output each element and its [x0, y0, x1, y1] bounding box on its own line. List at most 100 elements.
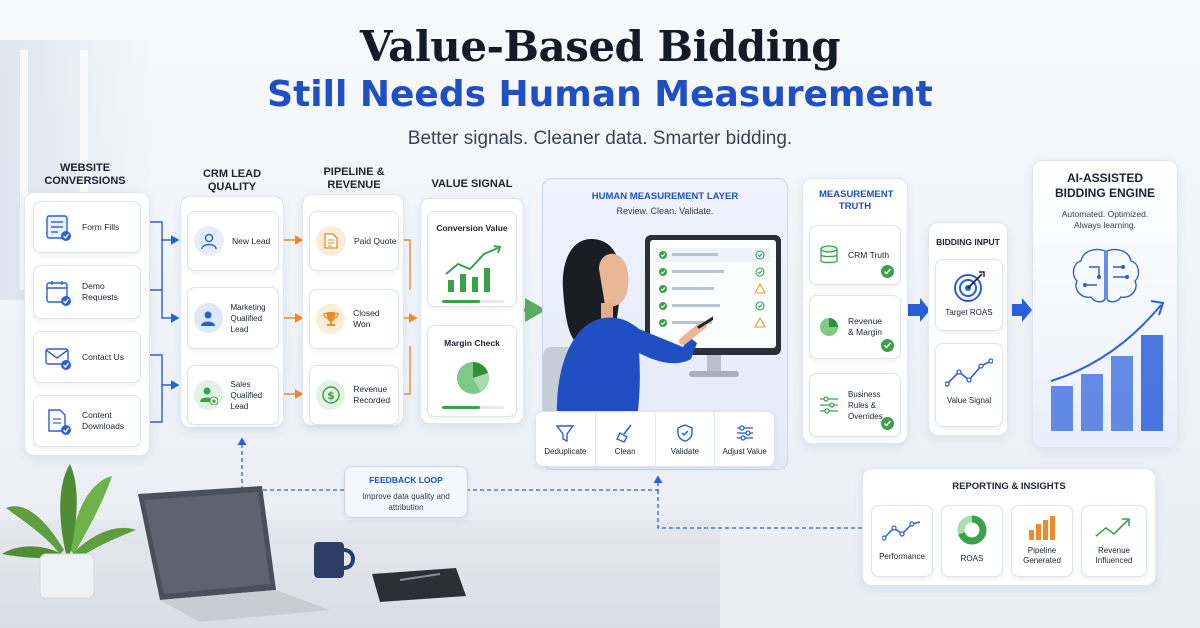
- feedback-loop-title: FEEDBACK LOOP: [369, 475, 443, 485]
- value-signal-label: Margin Check: [444, 338, 500, 348]
- review-checklist-icon: [656, 248, 770, 328]
- action-adjust-value[interactable]: Adjust Value: [715, 412, 774, 466]
- website-column-title: WEBSITE CONVERSIONS: [44, 162, 126, 187]
- report-item-label: Revenue Influenced: [1095, 546, 1133, 565]
- engine-subtitle: Automated. Optimized. Always learning.: [1061, 209, 1149, 230]
- database-icon: [818, 244, 840, 266]
- donut-chart-icon: [957, 515, 987, 545]
- measurement-truth-title: MEASUREMENT TRUTH: [819, 189, 894, 212]
- svg-text:$: $: [327, 389, 335, 402]
- website-item-demo-requests[interactable]: Demo Requests: [33, 265, 141, 319]
- progress-track: [442, 406, 504, 409]
- background-desk: [0, 520, 720, 628]
- crm-item-label: Sales Qualified Lead: [230, 379, 263, 411]
- sliders-icon: [736, 424, 753, 441]
- pipeline-item-paid-quote[interactable]: Paid Quote: [309, 211, 399, 271]
- report-item-label: ROAS: [960, 554, 984, 563]
- calendar-icon: [44, 278, 72, 306]
- crm-item-label: New Lead: [232, 235, 271, 246]
- value-signal-column-title: VALUE SIGNAL: [431, 178, 513, 190]
- reporting-title: REPORTING & INSIGHTS: [952, 481, 1066, 492]
- bidding-input-target-roas[interactable]: Target ROAS: [935, 259, 1003, 331]
- action-validate[interactable]: Validate: [656, 412, 716, 466]
- upward-trend-icon: [1095, 518, 1130, 537]
- progress-track: [442, 300, 504, 303]
- human-layer-actions: Deduplicate Clean Validate Adjust Value: [535, 411, 775, 467]
- engine-bar: [1141, 335, 1163, 431]
- engine-bar: [1111, 356, 1133, 431]
- report-item-label: Performance: [879, 552, 925, 561]
- website-item-label: Contact Us: [82, 351, 125, 362]
- report-item-pipeline-generated[interactable]: Pipeline Generated: [1011, 505, 1073, 577]
- shield-check-icon: [677, 423, 693, 442]
- bidding-input-value-signal[interactable]: Value Signal: [935, 343, 1003, 427]
- person-star-icon: [194, 380, 223, 410]
- pie-chart-icon: [457, 362, 489, 394]
- pipeline-item-revenue-recorded[interactable]: $ Revenue Recorded: [309, 365, 399, 425]
- pie-chart-icon: [818, 316, 840, 338]
- action-label: Clean: [614, 446, 636, 456]
- crm-column-title: CRM LEAD QUALITY: [202, 168, 262, 193]
- check-icon: [881, 265, 894, 278]
- truth-item-label: Business Rules & Overrides: [848, 389, 883, 421]
- website-item-form-fills[interactable]: Form Fills: [33, 201, 141, 253]
- check-icon: [881, 339, 894, 352]
- person-filled-icon: [194, 303, 223, 333]
- engine-title: AI-ASSISTED BIDDING ENGINE: [1054, 171, 1155, 200]
- truth-item-revenue-margin[interactable]: Revenue & Margin: [809, 295, 901, 359]
- value-signal-conversion-value-card[interactable]: Conversion Value: [427, 211, 517, 307]
- report-item-performance[interactable]: Performance: [871, 505, 933, 577]
- website-panel: Form Fills Demo Requests Contact Us Cont…: [24, 192, 150, 456]
- pipeline-item-closed-won[interactable]: Closed Won: [309, 289, 399, 349]
- action-clean[interactable]: Clean: [596, 412, 656, 466]
- human-layer-subtitle: Review. Clean. Validate.: [616, 206, 714, 216]
- line-chart-icon: [882, 521, 921, 541]
- bar-chart-icon: [1029, 516, 1055, 540]
- monitor-base: [689, 371, 739, 377]
- engine-panel: AI-ASSISTED BIDDING ENGINE Automated. Op…: [1032, 160, 1178, 448]
- brain-circuit-icon: [1072, 248, 1140, 303]
- pipeline-column-title: PIPELINE & REVENUE: [323, 166, 385, 191]
- action-deduplicate[interactable]: Deduplicate: [536, 412, 596, 466]
- measurement-truth-panel: MEASUREMENT TRUTH CRM Truth Revenue & Ma…: [802, 178, 908, 444]
- person-icon: [194, 226, 224, 256]
- human-layer-panel: HUMAN MEASUREMENT LAYER Review. Clean. V…: [535, 178, 788, 470]
- analyst-illustration: [543, 239, 713, 419]
- website-item-content-downloads[interactable]: Content Downloads: [33, 395, 141, 447]
- pipeline-panel: Paid Quote Closed Won $ Revenue Recorded: [302, 194, 404, 426]
- pipeline-item-label: Revenue Recorded: [353, 384, 391, 405]
- truth-item-crm-truth[interactable]: CRM Truth: [809, 225, 901, 285]
- website-item-label: Demo Requests: [82, 281, 118, 302]
- engine-bar: [1051, 386, 1073, 431]
- dollar-icon: $: [316, 380, 346, 410]
- crm-item-mql[interactable]: Marketing Qualified Lead: [187, 287, 279, 349]
- feedback-loop-text: Improve data quality and attribution: [362, 492, 450, 512]
- monitor-stand: [707, 355, 721, 373]
- bidding-input-title: BIDDING INPUT: [936, 237, 1000, 247]
- target-icon: [954, 271, 985, 302]
- truth-item-business-rules[interactable]: Business Rules & Overrides: [809, 373, 901, 437]
- crm-item-sql[interactable]: Sales Qualified Lead: [187, 365, 279, 425]
- funnel-icon: [555, 424, 575, 442]
- reporting-panel: REPORTING & INSIGHTS Performance ROAS Pi…: [862, 468, 1156, 586]
- form-icon: [44, 213, 72, 241]
- monitor-screen: [650, 240, 776, 348]
- human-layer-title: HUMAN MEASUREMENT LAYER: [591, 191, 739, 202]
- report-item-revenue-influenced[interactable]: Revenue Influenced: [1081, 505, 1147, 577]
- pipeline-item-label: Closed Won: [353, 308, 380, 329]
- truth-item-label: Revenue & Margin: [848, 316, 883, 337]
- engine-bar: [1081, 374, 1103, 431]
- bidding-input-panel: BIDDING INPUT Target ROAS Value Signal: [928, 222, 1008, 436]
- website-item-contact-us[interactable]: Contact Us: [33, 331, 141, 383]
- broom-icon: [616, 424, 632, 443]
- trend-line-icon: [945, 358, 993, 387]
- quote-document-icon: [316, 226, 346, 256]
- value-signal-margin-check-card[interactable]: Margin Check: [427, 325, 517, 417]
- check-icon: [881, 417, 894, 430]
- report-item-roas[interactable]: ROAS: [941, 505, 1003, 577]
- desk-props: [2, 464, 466, 622]
- monitor: [645, 235, 781, 355]
- value-signal-label: Conversion Value: [436, 223, 508, 233]
- website-item-label: Content Downloads: [82, 410, 125, 431]
- crm-item-new-lead[interactable]: New Lead: [187, 211, 279, 271]
